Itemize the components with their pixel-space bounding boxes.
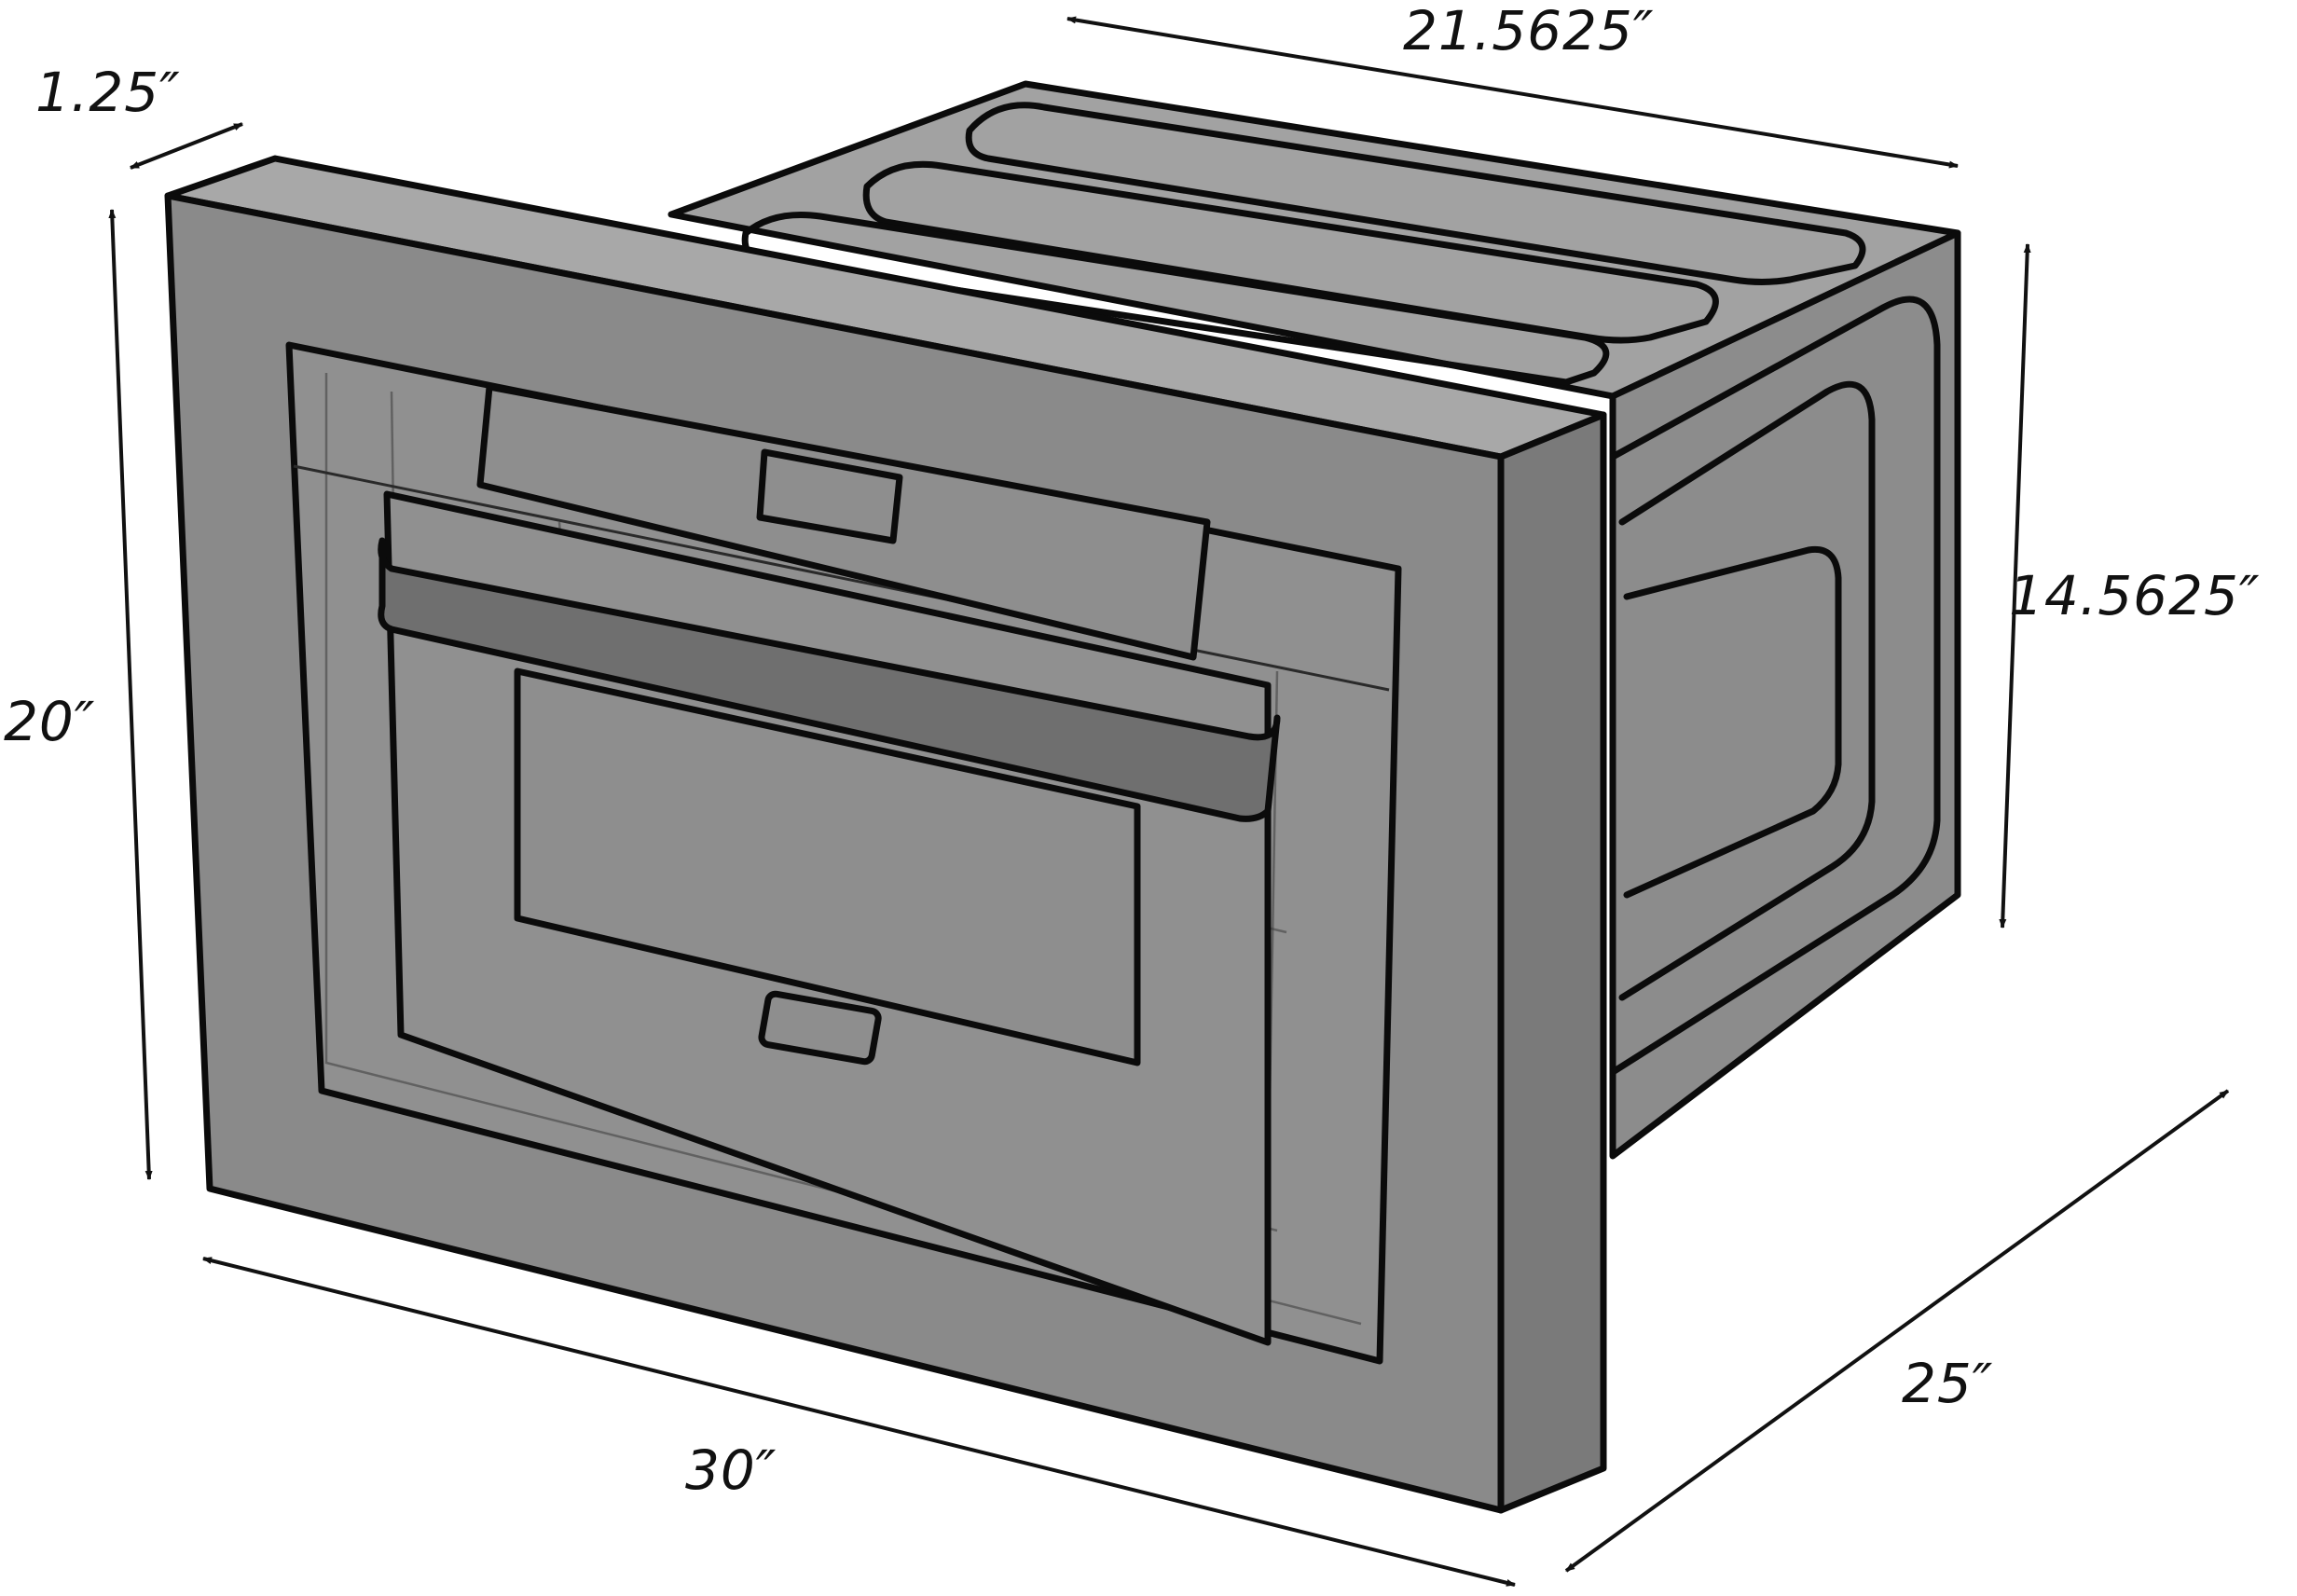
touch-pull[interactable] — [758, 990, 882, 1066]
dim-line-overall-depth — [1564, 1089, 2230, 1573]
dim-line-frame-height — [108, 209, 153, 1180]
door-handle[interactable] — [378, 537, 1281, 822]
dim-line-top-depth — [1066, 16, 1959, 169]
label-body-height: 14.5625″ — [2009, 564, 2261, 627]
side-embossing-inner — [1623, 545, 1842, 899]
dimension-lines — [108, 16, 2230, 1587]
control-strip-line — [293, 464, 1390, 692]
label-frame-width: 30″ — [685, 1438, 777, 1502]
door-window — [514, 667, 1141, 1066]
frame-side-bevel — [1497, 411, 1607, 1514]
top-ridge-2 — [862, 160, 1719, 344]
label-top-depth: 21.5625″ — [1403, 0, 1655, 62]
dim-line-trim-depth — [130, 122, 243, 170]
label-trim-depth: 1.25″ — [35, 61, 181, 124]
dim-line-body-height — [1999, 243, 2031, 929]
label-overall-depth: 25″ — [1902, 1352, 1994, 1415]
top-ridge-1 — [965, 102, 1866, 285]
oven-body — [667, 80, 1961, 1160]
display-window — [756, 448, 903, 544]
dim-line-frame-width — [202, 1257, 1516, 1587]
side-embossing-outer — [1609, 296, 1941, 1076]
label-frame-height: 20″ — [4, 690, 96, 753]
drawer-door — [293, 373, 1390, 1346]
body-right-side — [1609, 229, 1961, 1160]
side-embossing-middle — [1618, 380, 1876, 1001]
